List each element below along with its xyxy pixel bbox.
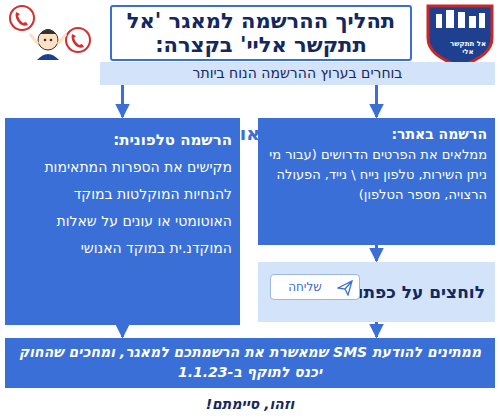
result-box: ממתינים להודעת SMS שמאשרת את הרשמתכם למא…: [5, 338, 495, 388]
closing-note: וזהו, סיימתם!: [150, 394, 350, 414]
box-text: מקישים את הספרות המתאימות להנחיות המוקלט…: [13, 154, 232, 262]
send-icon: [337, 280, 353, 296]
box-text: שליחה: [277, 275, 333, 299]
box-text: בוחרים בערוץ ההרשמה הנוח ביותר: [108, 64, 487, 83]
box-text: ממתינים להודעת SMS שמאשרת את הרשמתכם למא…: [15, 342, 485, 382]
box-text: ממלאים את הפרטים הדרושים (עבור מי ניתן ה…: [266, 145, 487, 205]
flow-arrow: [121, 325, 124, 337]
process-box: הרשמה באתר:ממלאים את הפרטים הדרושים (עבו…: [258, 118, 495, 245]
box-heading: הרשמה באתר:: [266, 124, 487, 145]
or-label: או: [240, 122, 260, 144]
box-text: תהליך ההרשמה למאגר 'אל תתקשר אליי' בקצרה…: [118, 9, 404, 57]
logo-text: אל תתקשר אלי: [448, 40, 488, 56]
phone-icons: [10, 6, 90, 52]
flow-arrow: [375, 245, 378, 261]
process-box: הרשמה טלפונית:מקישים את הספרות המתאימות …: [5, 118, 240, 325]
title-box: תהליך ההרשמה למאגר 'אל תתקשר אליי' בקצרה…: [110, 5, 412, 61]
flow-arrow: [375, 322, 378, 337]
instruction-band: בוחרים בערוץ ההרשמה הנוח ביותר: [100, 62, 495, 85]
send-button: שליחה: [270, 274, 360, 300]
process-box: לוחצים על כפתורשליחה: [258, 262, 495, 322]
flow-arrow: [375, 85, 378, 117]
box-heading: הרשמה טלפונית:: [13, 126, 232, 154]
cartoon-figure: [30, 29, 66, 60]
flow-arrow: [121, 85, 124, 117]
logo-shield: [428, 6, 492, 66]
